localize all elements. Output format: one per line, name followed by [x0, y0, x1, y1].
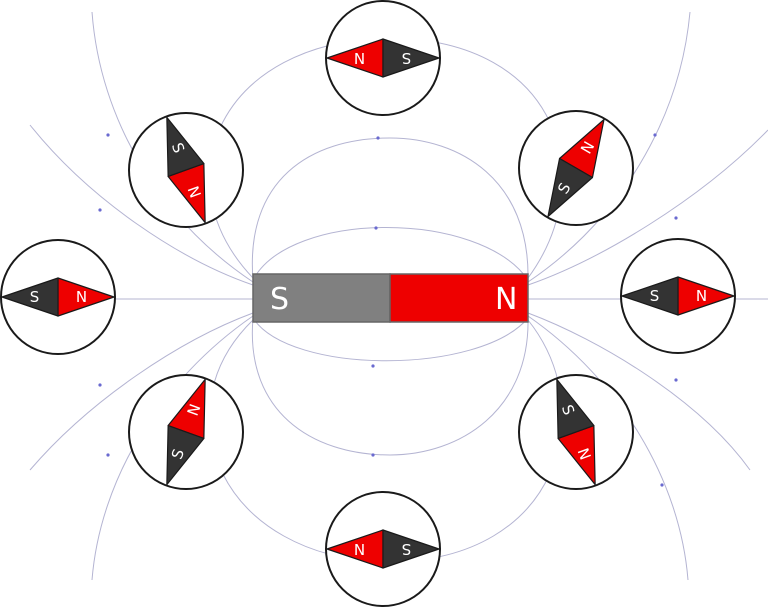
needle-south-half [166, 116, 205, 178]
field-line-left-down-1 [29, 312, 254, 471]
needle-south-label: S [402, 540, 412, 558]
field-marker [660, 483, 664, 487]
compass-needle: NS [547, 118, 605, 218]
magnet-north-half [389, 273, 529, 323]
magnet-south-half [252, 273, 391, 323]
field-marker [653, 133, 657, 137]
field-line-right-up-1 [527, 129, 768, 286]
field-marker [98, 383, 102, 387]
field-line-right-up-2 [527, 11, 691, 283]
field-line-inner-bottom [252, 317, 529, 362]
needle-south-half [1, 277, 59, 317]
needle-south-label: S [402, 49, 412, 67]
compass-lower-right: NS [518, 374, 634, 490]
needle-north-label: N [696, 287, 707, 305]
magnet-south-label: S [270, 282, 289, 317]
field-marker [376, 136, 380, 140]
field-marker [371, 364, 375, 368]
bar-magnet: S N [252, 273, 529, 323]
compass-right: NS [620, 238, 736, 354]
needle-north-label: N [354, 540, 365, 558]
field-marker [674, 216, 678, 220]
compass-needle: NS [556, 378, 596, 486]
field-line-inner-top [252, 227, 529, 281]
compass-needle: NS [166, 116, 206, 224]
compass-needle: NS [166, 378, 206, 486]
field-line-right-down-1 [527, 312, 751, 471]
compass-upper-left: NS [128, 112, 244, 228]
needle-south-half [382, 529, 440, 569]
field-marker [106, 133, 110, 137]
needle-south-half [621, 276, 679, 316]
needle-south-half [547, 157, 594, 218]
field-line-right-down-2 [527, 315, 689, 581]
field-line-mid-top [251, 137, 529, 281]
needle-south-half [166, 424, 205, 486]
needle-south-half [382, 38, 440, 78]
needle-south-half [556, 378, 595, 440]
field-marker [674, 378, 678, 382]
compass-lower-left: NS [128, 374, 244, 490]
compass-needle: NS [621, 276, 735, 316]
needle-south-label: S [30, 288, 40, 306]
compass-needle: NS [1, 277, 115, 317]
field-marker [98, 208, 102, 212]
field-direction-markers [98, 133, 678, 487]
field-line-left-up-1 [29, 124, 254, 286]
magnet-north-label: N [495, 282, 517, 317]
needle-north-label: N [76, 288, 87, 306]
compass-upper-right: NS [518, 110, 634, 226]
needle-south-label: S [650, 287, 660, 305]
needle-north-label: N [354, 49, 365, 67]
field-marker [371, 453, 375, 457]
field-line-mid-bottom [251, 317, 529, 456]
compass-left: NS [0, 239, 116, 355]
field-marker [374, 226, 378, 230]
field-marker [106, 453, 110, 457]
